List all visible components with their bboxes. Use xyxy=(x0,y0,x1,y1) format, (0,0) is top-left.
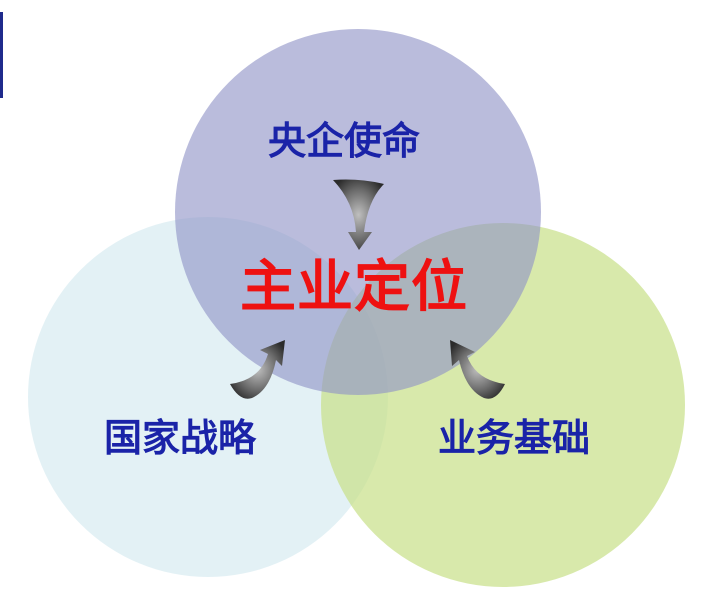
arrow-down-icon xyxy=(333,179,384,250)
accent-bar xyxy=(0,12,3,98)
label-mission: 央企使命 xyxy=(268,119,421,163)
label-business-foundation: 业务基础 xyxy=(438,416,591,460)
label-core-positioning: 主业定位 xyxy=(240,255,468,320)
arrow-up-left-icon xyxy=(450,340,505,399)
arrow-up-right-icon xyxy=(230,340,285,399)
label-national-strategy: 国家战略 xyxy=(104,416,257,460)
